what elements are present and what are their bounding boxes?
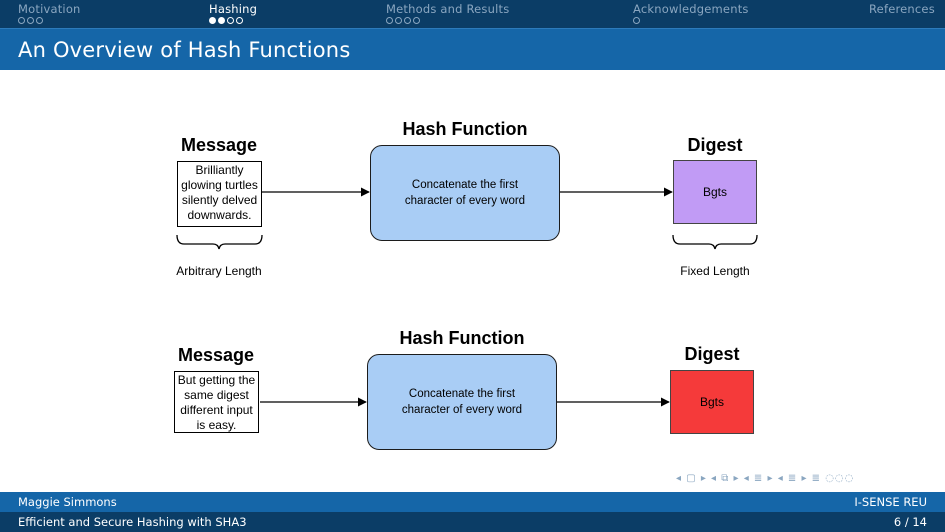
digest-box: Bgts	[673, 160, 757, 224]
subsection-dots	[209, 17, 257, 24]
subsection-dot[interactable]	[18, 17, 25, 24]
message-heading: Message	[180, 135, 258, 155]
subsection-dot[interactable]	[227, 17, 234, 24]
footer-author-bar: Maggie Simmons I-SENSE REU	[0, 492, 945, 512]
subsection-dot[interactable]	[395, 17, 402, 24]
digest-value: Bgts	[702, 185, 727, 199]
fixed-length-caption: Fixed Length	[680, 264, 750, 278]
message-line: same digest	[184, 388, 249, 402]
section-navigation-bar: Motivation Hashing Methods and Results A…	[0, 0, 945, 28]
footer-author: Maggie Simmons	[18, 495, 117, 509]
subsection-dots	[386, 17, 509, 24]
subsection-dot-current[interactable]	[218, 17, 225, 24]
message-heading: Message	[177, 345, 255, 365]
footer-talk-title: Efficient and Secure Hashing with SHA3	[18, 515, 247, 529]
message-line: different input	[180, 403, 253, 417]
message-box: But getting the same digest different in…	[174, 371, 259, 433]
footer-title-bar: Efficient and Secure Hashing with SHA3 6…	[0, 512, 945, 532]
brace-arbitrary-length	[176, 234, 263, 250]
subsection-dot[interactable]	[404, 17, 411, 24]
footer-institute: I-SENSE REU	[854, 495, 927, 509]
hash-line: Concatenate the first	[411, 179, 519, 191]
nav-section-label: Motivation	[18, 2, 81, 16]
slide-title: An Overview of Hash Functions	[18, 38, 351, 62]
nav-section-references[interactable]: References	[869, 2, 935, 16]
message-line: silently delved	[181, 193, 258, 207]
nav-section-label: Acknowledgements	[633, 2, 749, 16]
digest-heading: Digest	[684, 344, 740, 364]
arbitrary-length-caption: Arbitrary Length	[176, 264, 262, 278]
hash-line: character of every word	[401, 404, 523, 416]
brace-fixed-length	[672, 234, 758, 250]
subsection-dot[interactable]	[386, 17, 393, 24]
subsection-dots	[633, 17, 749, 24]
nav-section-acknowledgements[interactable]: Acknowledgements	[633, 2, 749, 24]
slide-title-bar: An Overview of Hash Functions	[0, 28, 945, 70]
digest-value: Bgts	[699, 395, 724, 409]
nav-section-label: Methods and Results	[386, 2, 510, 16]
hash-function-heading: Hash Function	[399, 328, 525, 348]
hash-function-box: Concatenate the first character of every…	[370, 145, 560, 241]
subsection-dot[interactable]	[27, 17, 34, 24]
hash-line: Concatenate the first	[408, 388, 516, 400]
beamer-navigation-symbols[interactable]: ◂ ▢ ▸ ◂ ⧉ ▸ ◂ ≣ ▸ ◂ ≣ ▸ ≣ ◌◌◌	[676, 473, 855, 484]
digest-heading: Digest	[687, 135, 743, 155]
message-line: Brilliantly	[195, 163, 244, 177]
hash-function-heading: Hash Function	[402, 119, 528, 139]
message-line: glowing turtles	[181, 178, 258, 192]
hash-line: character of every word	[404, 195, 526, 207]
message-line: downwards.	[187, 208, 252, 222]
nav-section-motivation[interactable]: Motivation	[18, 2, 81, 24]
message-line: is easy.	[196, 418, 237, 432]
subsection-dot[interactable]	[236, 17, 243, 24]
digest-box: Bgts	[670, 370, 754, 434]
subsection-dot[interactable]	[36, 17, 43, 24]
message-line: But getting the	[177, 373, 256, 387]
nav-section-label: Hashing	[209, 2, 258, 16]
subsection-dot[interactable]	[209, 17, 216, 24]
nav-section-label: References	[869, 2, 935, 16]
subsection-dot[interactable]	[413, 17, 420, 24]
nav-section-hashing[interactable]: Hashing	[209, 2, 257, 24]
footer-page-number: 6 / 14	[893, 515, 927, 529]
nav-section-methods-and-results[interactable]: Methods and Results	[386, 2, 509, 24]
hash-function-box: Concatenate the first character of every…	[367, 354, 557, 450]
subsection-dots	[18, 17, 81, 24]
message-box: Brilliantly glowing turtles silently del…	[177, 161, 262, 227]
subsection-dot[interactable]	[633, 17, 640, 24]
